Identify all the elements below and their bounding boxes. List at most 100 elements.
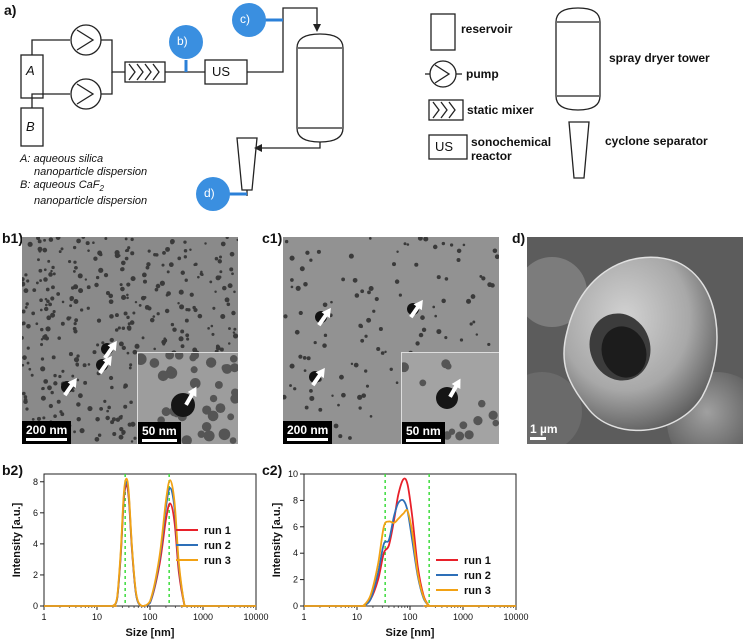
y-tick-label: 2 <box>293 575 298 585</box>
nanoparticle <box>161 263 165 267</box>
nanoparticle <box>126 351 130 355</box>
nanoparticle <box>222 285 227 291</box>
nanoparticle <box>134 300 138 304</box>
nanoparticle <box>114 328 119 332</box>
nanoparticle <box>210 324 214 328</box>
nanoparticle <box>197 430 206 438</box>
nanoparticle <box>56 292 61 296</box>
nanoparticle <box>220 241 226 247</box>
panel-d-label: d) <box>512 230 526 246</box>
nanoparticle <box>205 357 217 368</box>
nanoparticle <box>110 385 114 390</box>
nanoparticle <box>68 352 74 357</box>
nanoparticle <box>115 417 121 422</box>
nanoparticle <box>36 416 41 421</box>
nanoparticle <box>117 326 121 330</box>
nanoparticle <box>124 256 129 261</box>
nanoparticle <box>98 252 103 257</box>
panel-a-label: a) <box>4 2 17 18</box>
nanoparticle <box>108 375 114 381</box>
nanoparticle <box>27 241 33 247</box>
nanoparticle <box>389 367 393 371</box>
nanoparticle <box>76 416 81 422</box>
nanoparticle <box>293 387 297 391</box>
nanoparticle <box>153 347 156 351</box>
nanoparticle <box>119 283 123 287</box>
nanoparticle <box>166 366 175 374</box>
nanoparticle <box>283 394 287 400</box>
nanoparticle <box>92 350 97 355</box>
nanoparticle <box>492 419 499 427</box>
nanoparticle <box>432 305 436 309</box>
nanoparticle <box>73 260 77 264</box>
nanoparticle <box>309 258 313 262</box>
nanoparticle <box>177 256 182 261</box>
sampling-point-d-label: d) <box>204 186 215 200</box>
nanoparticle <box>79 308 84 312</box>
nanoparticle <box>189 354 197 362</box>
nanoparticle <box>130 421 136 427</box>
nanoparticle <box>283 314 288 319</box>
nanoparticle <box>455 431 465 441</box>
nanoparticle <box>207 327 210 330</box>
nanoparticle <box>107 405 111 410</box>
nanoparticle <box>77 393 83 399</box>
nanoparticle <box>133 436 137 440</box>
nanoparticle <box>138 303 142 307</box>
nanoparticle <box>161 407 171 417</box>
nanoparticle <box>76 378 80 382</box>
x-tick-label: 100 <box>402 612 417 622</box>
nanoparticle <box>40 357 45 361</box>
legend-cyclone-label: cyclone separator <box>605 134 708 148</box>
nanoparticle <box>120 414 123 418</box>
y-tick-label: 0 <box>293 601 298 611</box>
nanoparticle <box>48 272 53 277</box>
nanoparticle <box>22 391 26 396</box>
nanoparticle <box>73 298 79 304</box>
nanoparticle <box>164 308 170 314</box>
nanoparticle <box>105 415 110 421</box>
nanoparticle <box>298 310 303 316</box>
nanoparticle <box>83 380 88 385</box>
nanoparticle <box>419 379 427 387</box>
nanoparticle <box>126 296 129 300</box>
nanoparticle <box>106 409 109 413</box>
nanoparticle <box>68 259 72 264</box>
nanoparticle <box>165 246 170 252</box>
nanoparticle <box>114 250 120 256</box>
nanoparticle <box>40 327 44 332</box>
nanoparticle <box>70 286 75 290</box>
nanoparticle <box>202 405 212 415</box>
nanoparticle <box>185 333 190 338</box>
nanoparticle <box>194 262 198 266</box>
nanoparticle <box>231 272 234 276</box>
nanoparticle <box>183 255 187 259</box>
nanoparticle <box>143 296 147 299</box>
arrow-marker-icon <box>311 367 325 387</box>
series-line-run-3 <box>44 477 256 607</box>
nanoparticle <box>87 249 90 252</box>
nanoparticle <box>322 343 327 348</box>
nanoparticle <box>101 341 105 345</box>
nanoparticle <box>341 392 346 398</box>
nanoparticle <box>118 434 124 440</box>
nanoparticle <box>22 277 25 282</box>
nanoparticle <box>232 333 238 339</box>
legend-entry: run 3 <box>464 585 491 597</box>
nanoparticle <box>488 410 498 420</box>
nanoparticle <box>78 288 84 294</box>
nanoparticle <box>114 313 119 318</box>
nanoparticle <box>162 250 166 255</box>
nanoparticle <box>85 241 90 246</box>
panel-b2-label: b2) <box>2 462 23 478</box>
nanoparticle <box>76 363 79 367</box>
reservoir-a-label: A <box>26 63 35 78</box>
nanoparticle <box>145 265 150 270</box>
nanoparticle <box>69 304 73 308</box>
nanoparticle <box>462 243 466 247</box>
nanoparticle <box>121 431 125 435</box>
nanoparticle <box>112 432 117 437</box>
nanoparticle <box>45 287 50 292</box>
nanoparticle <box>170 240 174 245</box>
x-tick-label: 10 <box>92 612 102 622</box>
